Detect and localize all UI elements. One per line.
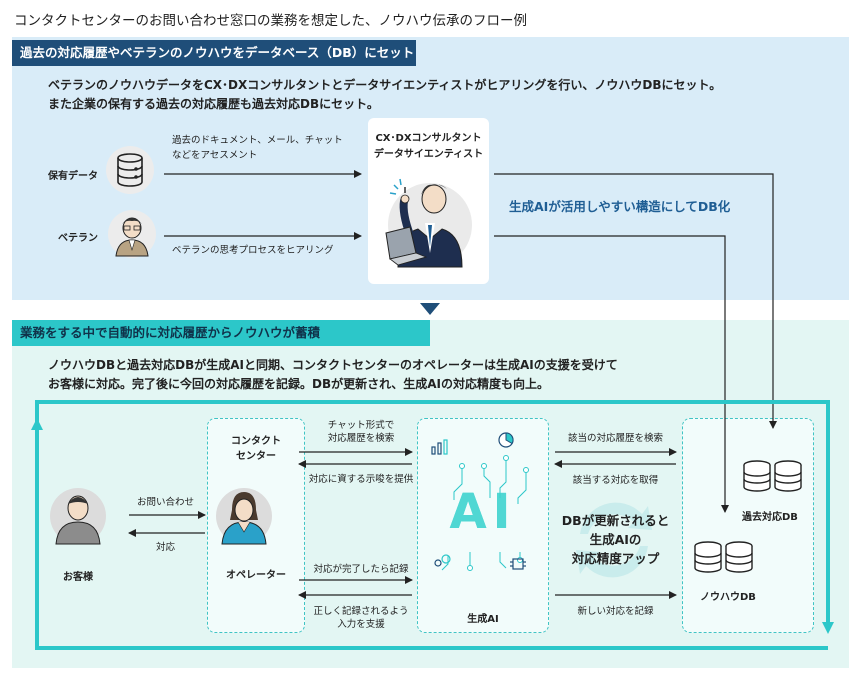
search-history-label: 該当の対応履歴を検索 bbox=[567, 433, 663, 444]
support-label-line2: 入力を支援 bbox=[337, 619, 385, 630]
section1-header: 過去の対応履歴やベテランのノウハウをデータベース（DB）にセット bbox=[12, 40, 416, 66]
chat-label-line2: 対応履歴を検索 bbox=[327, 433, 395, 444]
arrow-bottom-label: ベテランの思考プロセスをヒアリング bbox=[172, 245, 334, 256]
suggest-label: 対応に資する示唆を提供 bbox=[308, 474, 414, 485]
section1-desc-line2: また企業の保有する過去の対応履歴も過去対応DBにセット。 bbox=[48, 97, 379, 111]
db-update-line1: DBが更新されると bbox=[561, 513, 670, 528]
record-label: 対応が完了したら記録 bbox=[313, 564, 409, 575]
consultant-line1: CX･DXコンサルタント bbox=[375, 133, 482, 144]
knowhow-db-icon-2 bbox=[725, 541, 753, 573]
veteran-label: ベテラン bbox=[58, 233, 98, 244]
contact-center-line2: センター bbox=[236, 451, 276, 462]
knowhow-db-icon-1 bbox=[694, 541, 722, 573]
section1-desc-line1: ベテランのノウハウデータをCX･DXコンサルタントとデータサイエンティストがヒア… bbox=[48, 78, 722, 92]
section2-desc-line1: ノウハウDBと過去対応DBが生成AIと同期、コンタクトセンターのオペレーターは生… bbox=[48, 358, 618, 372]
new-record-label: 新しい対応を記録 bbox=[577, 606, 654, 617]
db-update-line2: 生成AIの bbox=[589, 532, 642, 547]
past-db-icon-1 bbox=[743, 460, 771, 492]
owned-data-label: 保有データ bbox=[48, 171, 98, 182]
db-box bbox=[682, 418, 814, 633]
section2-desc-line2: お客様に対応。完了後に今回の対応履歴を記録。DBが更新され、生成AIの対応精度も… bbox=[48, 377, 549, 391]
page-title: コンタクトセンターのお問い合わせ窓口の業務を想定した、ノウハウ伝承のフロー例 bbox=[14, 13, 527, 29]
get-response-label: 該当する対応を取得 bbox=[572, 475, 659, 486]
operator-label: オペレーター bbox=[226, 570, 286, 581]
arrow-top-label-line2: などをアセスメント bbox=[172, 150, 258, 161]
contact-center-line1: コンタクト bbox=[231, 436, 281, 447]
genai-label: 生成AI bbox=[467, 614, 499, 625]
inquiry-label: お問い合わせ bbox=[137, 497, 195, 508]
past-db-label: 過去対応DB bbox=[742, 512, 798, 523]
response-label: 対応 bbox=[156, 542, 176, 553]
ai-dotted-letters: AI bbox=[417, 484, 549, 540]
arrow-top-label-line1: 過去のドキュメント、メール、チャット bbox=[172, 135, 343, 146]
ai-letters-text: AI bbox=[449, 484, 517, 540]
db-update-line3: 対応精度アップ bbox=[571, 551, 660, 566]
past-db-icon-2 bbox=[774, 460, 802, 492]
consultant-line2: データサイエンティスト bbox=[373, 149, 484, 160]
chat-label-line1: チャット形式で bbox=[327, 420, 395, 431]
knowhow-db-label: ノウハウDB bbox=[700, 592, 756, 603]
down-triangle bbox=[420, 303, 440, 315]
section2-header: 業務をする中で自動的に対応履歴からノウハウが蓄積 bbox=[12, 320, 430, 346]
support-label-line1: 正しく記録されるよう bbox=[313, 606, 409, 617]
customer-label: お客様 bbox=[63, 572, 93, 583]
genai-structure-text: 生成AIが活用しやすい構造にしてDB化 bbox=[509, 199, 731, 214]
